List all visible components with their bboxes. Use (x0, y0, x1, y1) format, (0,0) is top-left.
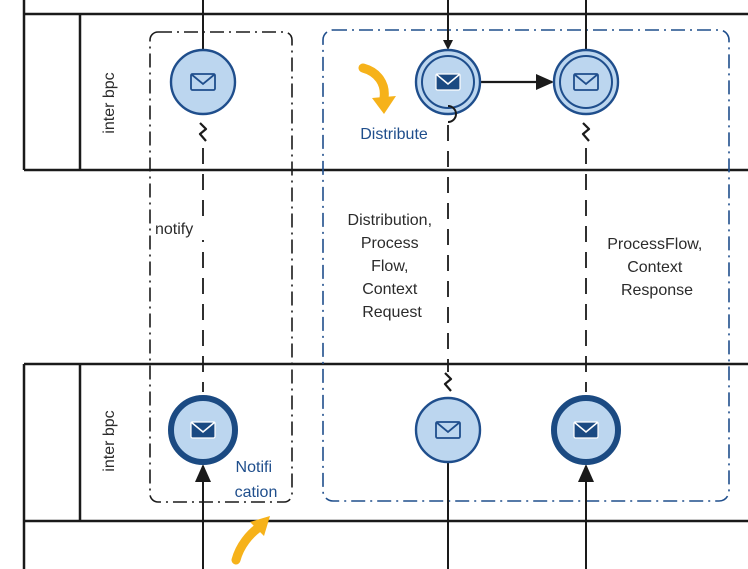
lightning-icon (198, 121, 208, 143)
bottom-lane-label: inter bpc (101, 410, 118, 471)
top-pool: inter bpc (22, 0, 748, 172)
bottom-message-event-3[interactable] (551, 395, 621, 465)
notification-label-line: cation (235, 484, 278, 501)
distribute-label: Distribute (360, 126, 428, 143)
top-message-event-2[interactable] (414, 48, 482, 116)
half-circle-connector-icon (447, 105, 457, 123)
envelope-icon (190, 421, 216, 439)
distribute-group (322, 29, 730, 502)
bottom-pool: inter bpc (22, 362, 748, 569)
notification-group (149, 31, 293, 503)
top-message-event-1[interactable] (169, 48, 237, 116)
curved-arrow-icon (231, 516, 270, 565)
distribution-flow-label: Distribution, Process Flow, Context Requ… (348, 212, 437, 321)
bottom-message-event-1[interactable] (168, 395, 238, 465)
bottom-message-event-2[interactable] (414, 396, 482, 464)
processflow-flow-label: ProcessFlow, Context Response (607, 236, 707, 299)
notification-label: Notifi cation (235, 459, 278, 501)
curved-arrow-icon (358, 63, 396, 114)
top-lane-label: inter bpc (101, 72, 118, 133)
lightning-icon (443, 371, 453, 393)
lightning-icon (581, 121, 591, 143)
top-message-event-3[interactable] (552, 48, 620, 116)
envelope-icon (435, 73, 461, 91)
notification-label-line: Notifi (236, 459, 272, 476)
envelope-icon (573, 421, 599, 439)
notify-flow-label: notify (155, 221, 193, 238)
